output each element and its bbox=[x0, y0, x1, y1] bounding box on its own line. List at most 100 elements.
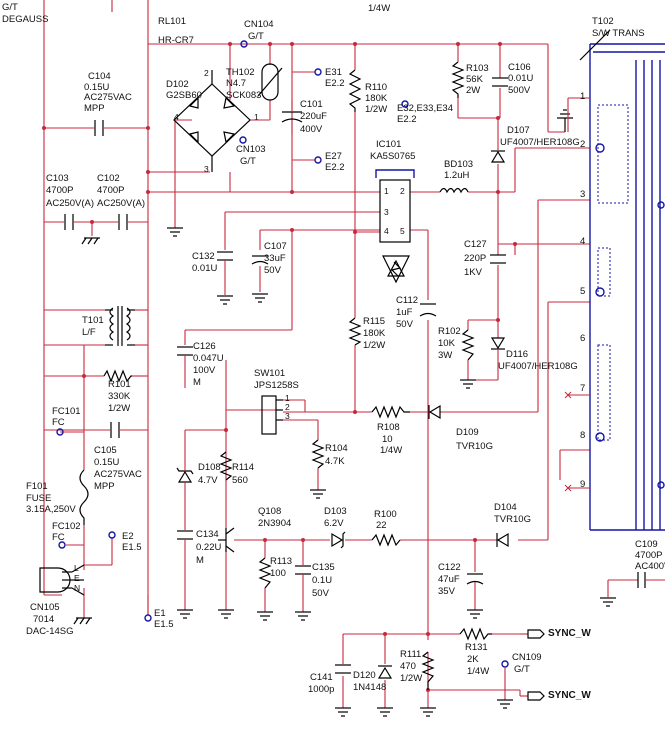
resistor-r102 bbox=[461, 329, 475, 361]
label-c103: C103 bbox=[46, 173, 69, 184]
capacitor-c132 bbox=[217, 251, 233, 266]
label-r103-value: 56K bbox=[466, 74, 483, 85]
mains-wiring bbox=[43, 0, 500, 618]
capacitor-c104 bbox=[94, 120, 104, 136]
label-t102-pin-9: 9 bbox=[580, 479, 586, 490]
label-c112: C112 bbox=[396, 295, 419, 306]
capacitor-c102 bbox=[118, 214, 128, 230]
label-t102-pin-8: 8 bbox=[580, 430, 586, 441]
label-sw-pin-2: 2 bbox=[285, 402, 290, 412]
label-c132: C132 bbox=[192, 251, 215, 262]
label-c104-type: MPP bbox=[84, 103, 105, 114]
label-cn103-gt: G/T bbox=[240, 156, 256, 167]
zener-d103 bbox=[331, 531, 346, 549]
label-c126-type: M bbox=[193, 377, 201, 388]
fuse-f101 bbox=[79, 469, 89, 525]
label-c105-value: 0.15U bbox=[94, 457, 120, 468]
label-c107-value: 33uF bbox=[264, 253, 286, 264]
label-c122-voltage: 35V bbox=[438, 586, 455, 597]
label-r131-value: 2K bbox=[467, 654, 479, 665]
label-c141-value: 1000p bbox=[308, 684, 335, 695]
capacitor-c105 bbox=[110, 422, 120, 438]
label-c127-value: 220P bbox=[464, 253, 487, 264]
bridge-rectifier-d102 bbox=[173, 70, 251, 172]
capacitor-c134 bbox=[177, 530, 193, 545]
label-sw-pin-1: 1 bbox=[285, 393, 290, 403]
label-f101: F101 bbox=[26, 481, 48, 492]
label-e31: E31 bbox=[325, 67, 342, 78]
label-e32-value: E2.2 bbox=[397, 114, 417, 125]
label-d109: D109 bbox=[456, 427, 479, 438]
label-c122: C122 bbox=[438, 562, 461, 573]
label-fc101: FC101 bbox=[52, 406, 81, 417]
label-q108-value: 2N3904 bbox=[258, 518, 292, 529]
label-r102: R102 bbox=[438, 326, 461, 337]
label-ic-pin-5: 5 bbox=[400, 226, 405, 236]
label-c103-voltage: AC250V(A) bbox=[46, 198, 95, 209]
label-c134: C134 bbox=[196, 529, 219, 540]
label-c135: C135 bbox=[312, 562, 335, 573]
resistor-r115 bbox=[348, 317, 362, 346]
label-r111: R111 bbox=[400, 649, 422, 660]
capacitor-c126 bbox=[177, 346, 193, 362]
label-c102: C102 bbox=[97, 173, 120, 184]
capacitor-c106 bbox=[492, 77, 508, 87]
ic101-package bbox=[375, 169, 415, 284]
label-r100-value: 22 bbox=[376, 520, 387, 531]
transformer-t101 bbox=[105, 306, 135, 346]
label-c106-voltage: 500V bbox=[508, 85, 531, 96]
label-r108-value: 10 bbox=[382, 434, 393, 445]
label-c112-voltage: 50V bbox=[396, 319, 413, 330]
label-sync-w-1: SYNC_W bbox=[548, 628, 591, 639]
label-t102-pin-5: 5 bbox=[580, 286, 586, 297]
label-e2-value: E1.5 bbox=[122, 542, 142, 553]
label-c135-value: 0.1U bbox=[312, 575, 333, 586]
label-t102-pin-1: 1 bbox=[580, 91, 586, 102]
label-r104-value: 4.7K bbox=[325, 456, 345, 467]
label-r101-value: 330K bbox=[108, 391, 131, 402]
label-r101-power: 1/2W bbox=[108, 403, 131, 414]
label-r114: R114 bbox=[232, 462, 255, 473]
label-cn105-l: L bbox=[74, 563, 79, 573]
label-c127-voltage: 1KV bbox=[464, 267, 482, 278]
resistor-r108 bbox=[371, 405, 410, 419]
label-t102-pin-6: 6 bbox=[580, 333, 586, 344]
resistor-r131 bbox=[459, 627, 492, 641]
label-d120-value: 1N4148 bbox=[353, 682, 387, 693]
capacitor-c107 bbox=[251, 255, 269, 265]
ground-cn105 bbox=[73, 617, 92, 625]
label-quarter-watt-top: 1/4W bbox=[368, 3, 391, 14]
capacitor-c141 bbox=[335, 664, 351, 674]
resistor-r104 bbox=[311, 439, 325, 469]
label-c134-type: M bbox=[196, 555, 204, 566]
label-t101-value: L/F bbox=[82, 327, 96, 338]
label-c141: C141 bbox=[310, 672, 333, 683]
label-sync-w-2: SYNC_W bbox=[548, 690, 591, 701]
ground-symbols bbox=[167, 227, 616, 717]
label-cn104-gt: G/T bbox=[248, 31, 264, 42]
label-d104-value: TVR10G bbox=[494, 514, 531, 525]
label-f101-rating: 3.15A,250V bbox=[26, 504, 76, 515]
label-bridge-pin-4: 4 bbox=[174, 112, 179, 122]
label-gt-top: G/T bbox=[2, 2, 18, 13]
diode-d109 bbox=[428, 404, 441, 420]
label-th102-part: SCK083 bbox=[226, 90, 262, 101]
label-ic-pin-3: 3 bbox=[384, 207, 389, 217]
label-r103-power: 2W bbox=[466, 85, 481, 96]
capacitor-c127 bbox=[490, 254, 506, 264]
label-c109-value: 4700P bbox=[635, 550, 663, 561]
label-c132-value: 0.01U bbox=[192, 263, 218, 274]
label-c122-value: 47uF bbox=[438, 574, 460, 585]
label-c104: C104 bbox=[88, 71, 111, 82]
connector-cn105 bbox=[39, 564, 85, 596]
label-cn104: CN104 bbox=[244, 19, 274, 30]
label-r115-value: 180K bbox=[363, 328, 386, 339]
label-sw-pin-3: 3 bbox=[285, 411, 290, 421]
label-d102-value: G2SB60 bbox=[166, 90, 202, 101]
resistor-r110 bbox=[348, 69, 362, 112]
label-ic101: IC101 bbox=[376, 139, 402, 150]
label-r113: R113 bbox=[270, 556, 293, 567]
label-r115-power: 1/2W bbox=[363, 340, 386, 351]
inductor-bd103 bbox=[439, 187, 469, 194]
